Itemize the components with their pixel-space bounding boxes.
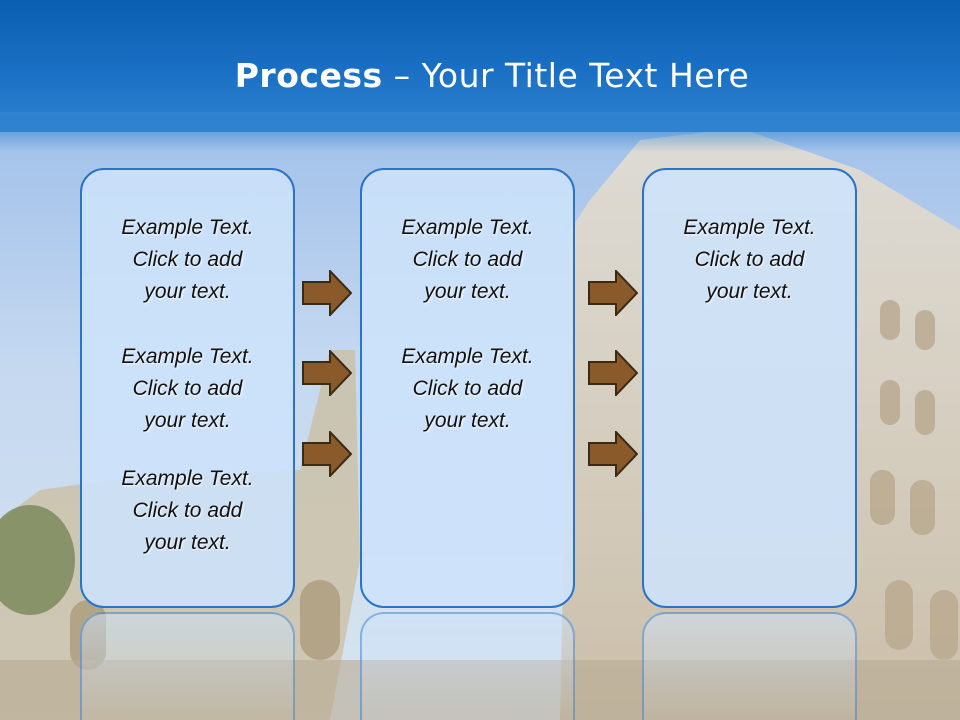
arrow-right-icon[interactable] <box>588 350 638 396</box>
panel-3-reflection <box>642 612 857 720</box>
text-line: Example Text. <box>121 345 254 368</box>
panel-1-text-block-1[interactable]: Example Text. Click to add your text. <box>82 212 293 308</box>
text-line: your text. <box>424 409 511 432</box>
text-line: Example Text. <box>121 216 254 239</box>
text-line: Click to add <box>412 377 523 400</box>
text-line: your text. <box>144 531 231 554</box>
text-line: Click to add <box>132 499 243 522</box>
process-step-1-box[interactable]: Example Text. Click to add your text. Ex… <box>80 168 295 608</box>
text-line: Click to add <box>412 248 523 271</box>
text-line: your text. <box>144 280 231 303</box>
text-line: Click to add <box>132 248 243 271</box>
text-line: your text. <box>144 409 231 432</box>
text-line: Example Text. <box>401 216 534 239</box>
panel-2-reflection <box>360 612 575 720</box>
arrow-right-icon[interactable] <box>588 431 638 477</box>
panel-2-text-block-1[interactable]: Example Text. Click to add your text. <box>362 212 573 308</box>
panel-3-text-block-1[interactable]: Example Text. Click to add your text. <box>644 212 855 308</box>
title-rest: – Your Title Text Here <box>393 56 750 95</box>
panel-1-reflection <box>80 612 295 720</box>
panel-1-text-block-3[interactable]: Example Text. Click to add your text. <box>82 463 293 559</box>
process-step-2-box[interactable]: Example Text. Click to add your text. Ex… <box>360 168 575 608</box>
text-line: Example Text. <box>683 216 816 239</box>
panel-2-text-block-2[interactable]: Example Text. Click to add your text. <box>362 341 573 437</box>
text-line: Click to add <box>694 248 805 271</box>
text-line: your text. <box>424 280 511 303</box>
text-line: Example Text. <box>401 345 534 368</box>
header-band <box>0 0 960 132</box>
arrow-right-icon[interactable] <box>302 350 352 396</box>
arrow-right-icon[interactable] <box>302 270 352 316</box>
text-line: your text. <box>706 280 793 303</box>
text-line: Click to add <box>132 377 243 400</box>
arrow-right-icon[interactable] <box>588 270 638 316</box>
text-line: Example Text. <box>121 467 254 490</box>
title-strong: Process <box>234 56 383 95</box>
process-step-3-box[interactable]: Example Text. Click to add your text. <box>642 168 857 608</box>
slide-title[interactable]: Process – Your Title Text Here <box>0 56 960 95</box>
arrow-right-icon[interactable] <box>302 431 352 477</box>
header-fade <box>0 112 960 152</box>
panel-1-text-block-2[interactable]: Example Text. Click to add your text. <box>82 341 293 437</box>
